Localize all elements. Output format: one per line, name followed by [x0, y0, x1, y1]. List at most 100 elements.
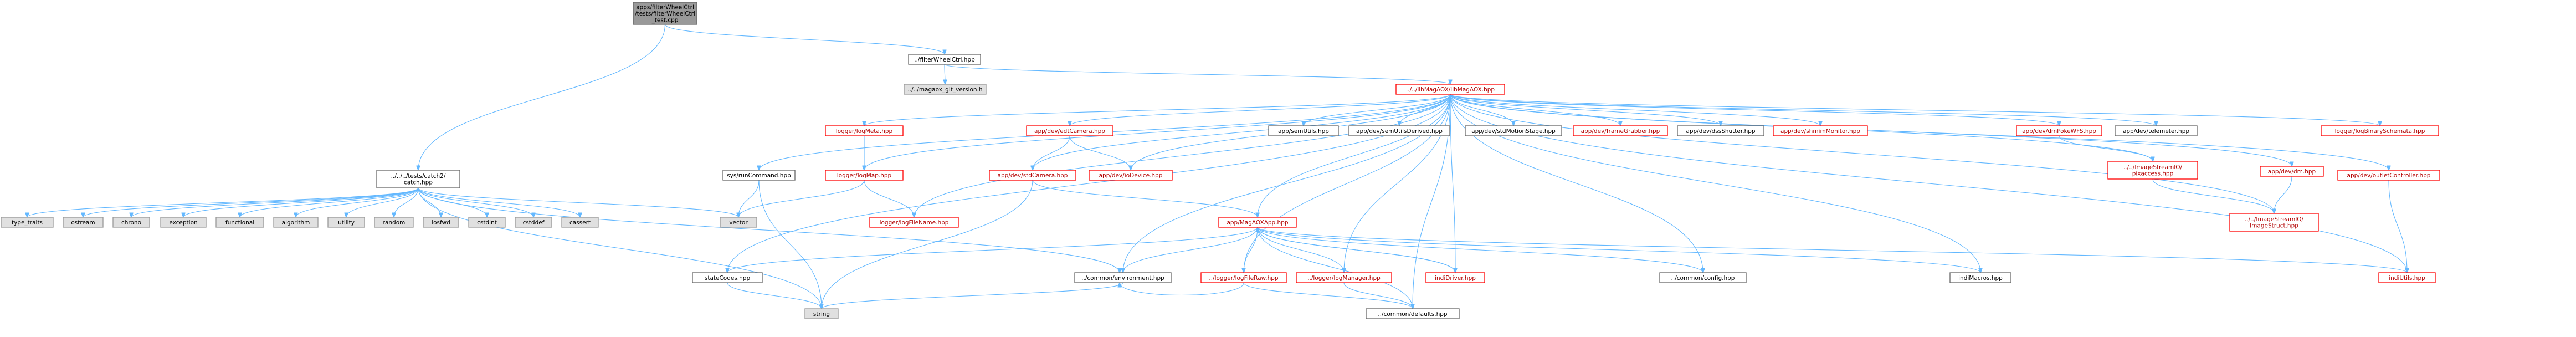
- edge-logmap-to-logfilename: [864, 180, 914, 217]
- node-syscmd[interactable]: sys/runCommand.hpp: [722, 170, 796, 181]
- edge-libmagaox-to-stdcam: [1033, 94, 1451, 170]
- edge-root-to-fwctrl: [664, 24, 945, 54]
- edge-libmagaox-to-logfilename: [914, 94, 1451, 217]
- node-label-telemeter: app/dev/telemeter.hpp: [2123, 128, 2189, 135]
- node-box-root: [633, 2, 697, 25]
- node-ostream[interactable]: ostream: [63, 217, 104, 228]
- node-cstddef[interactable]: cstddef: [515, 217, 552, 228]
- node-label-utility: utility: [338, 219, 355, 226]
- node-label-dmpoke: app/dev/dmPokeWFS.hpp: [2022, 128, 2096, 135]
- node-indidriver[interactable]: indiDriver.hpp: [1425, 272, 1485, 283]
- node-box-cassert: [561, 217, 599, 228]
- node-box-edtcam: [1026, 125, 1113, 136]
- node-appdm[interactable]: app/dev/dm.hpp: [2260, 166, 2324, 177]
- node-magaox_git[interactable]: ../../magaox_git_version.h: [904, 84, 987, 95]
- node-root[interactable]: apps/filterWheelCtrl/tests/filterWheelCt…: [633, 2, 697, 25]
- node-dssshutter[interactable]: app/dev/dssShutter.hpp: [1677, 125, 1764, 136]
- node-stdcam[interactable]: app/dev/stdCamera.hpp: [989, 170, 1076, 181]
- node-box-fwctrl: [908, 54, 981, 65]
- node-random[interactable]: random: [374, 217, 414, 228]
- node-logmap[interactable]: logger/logMap.hpp: [825, 170, 904, 181]
- node-box-functional: [215, 217, 264, 228]
- node-defaults[interactable]: ../common/defaults.hpp: [1366, 308, 1460, 319]
- node-exception[interactable]: exception: [160, 217, 207, 228]
- node-indimacros[interactable]: indiMacros.hpp: [1949, 272, 2011, 283]
- node-pixaccess[interactable]: ../../ImageStreamIO/pixaccess.hpp: [2107, 161, 2198, 180]
- node-environment[interactable]: ../common/environment.hpp: [1074, 272, 1172, 283]
- node-libmagaox[interactable]: ../../libMagAOX/libMagAOX.hpp: [1395, 84, 1505, 95]
- node-label-ostream: ostream: [71, 219, 95, 226]
- edge-catch-to-type_traits: [27, 187, 419, 217]
- node-label-edtcam: app/dev/edtCamera.hpp: [1034, 128, 1105, 135]
- edge-edtcam-to-ioDevice: [1069, 135, 1131, 170]
- node-framegrab[interactable]: app/dev/frameGrabber.hpp: [1573, 125, 1668, 136]
- node-cstdint[interactable]: cstdint: [468, 217, 506, 228]
- node-label-indiutils: indiUtils.hpp: [2389, 275, 2425, 282]
- node-box-type_traits: [1, 217, 54, 228]
- node-label-iosfwd: iosfwd: [432, 219, 450, 226]
- node-label-config: ../common/config.hpp: [1671, 275, 1735, 282]
- node-label-shmim: app/dev/shmimMonitor.hpp: [1780, 128, 1860, 135]
- node-box-catch: [376, 170, 460, 188]
- node-label-cstdint: cstdint: [477, 219, 497, 226]
- node-fwctrl[interactable]: ../filterWheelCtrl.hpp: [908, 54, 981, 65]
- node-statecodes[interactable]: stateCodes.hpp: [692, 272, 763, 283]
- edge-libmagaox-to-imagestruct: [1450, 94, 2274, 213]
- edge-catch-to-algorithm: [296, 187, 419, 217]
- node-catch[interactable]: ../../../tests/catch2/catch.hpp: [376, 170, 460, 188]
- edge-libmagaox-to-logmanager: [1344, 94, 1451, 273]
- node-functional[interactable]: functional: [215, 217, 264, 228]
- node-box-cstddef: [515, 217, 552, 228]
- node-label-vector: vector: [729, 219, 748, 226]
- node-box-syscmd: [722, 170, 796, 181]
- edge-magaoxapp-to-config: [1257, 227, 1703, 273]
- node-label-type_traits: type_traits: [12, 219, 43, 226]
- node-string[interactable]: string: [804, 308, 839, 319]
- edge-magaoxapp-to-logmanager: [1257, 227, 1344, 273]
- node-telemeter[interactable]: app/dev/telemeter.hpp: [2115, 125, 2198, 136]
- edge-catch-to-exception: [183, 187, 419, 217]
- node-indiutils[interactable]: indiUtils.hpp: [2378, 272, 2436, 283]
- node-box-random: [374, 217, 414, 228]
- node-logmanager[interactable]: ../logger/logManager.hpp: [1296, 272, 1392, 283]
- node-outlet[interactable]: app/dev/outletController.hpp: [2337, 170, 2440, 181]
- node-magaoxapp[interactable]: app/MagAOXApp.hpp: [1218, 217, 1297, 228]
- node-logbinary[interactable]: logger/logBinarySchemata.hpp: [2321, 125, 2439, 136]
- node-imagestruct[interactable]: ../../ImageStreamIO/ImageStruct.hpp: [2229, 213, 2319, 232]
- node-label-indimacros: indiMacros.hpp: [1958, 275, 2003, 282]
- node-box-pixaccess: [2107, 161, 2198, 180]
- node-iosfwd[interactable]: iosfwd: [423, 217, 459, 228]
- node-edtcam[interactable]: app/dev/edtCamera.hpp: [1026, 125, 1113, 136]
- edge-catch-to-utility: [346, 187, 419, 217]
- node-config[interactable]: ../common/config.hpp: [1659, 272, 1747, 283]
- node-cassert[interactable]: cassert: [561, 217, 599, 228]
- node-algorithm[interactable]: algorithm: [273, 217, 319, 228]
- node-label-appdm: app/dev/dm.hpp: [2268, 168, 2316, 175]
- node-chrono[interactable]: chrono: [112, 217, 150, 228]
- node-stdmotion[interactable]: app/dev/stdMotionStage.hpp: [1465, 125, 1562, 136]
- node-box-defaults: [1366, 308, 1460, 319]
- node-box-dmpoke: [2016, 125, 2102, 136]
- node-vector[interactable]: vector: [720, 217, 757, 228]
- node-label-algorithm: algorithm: [282, 219, 310, 226]
- edge-catch-to-chrono: [131, 187, 419, 217]
- node-logfileraw[interactable]: ../logger/logFileRaw.hpp: [1200, 272, 1287, 283]
- node-label-magaox_git: ../../magaox_git_version.h: [907, 86, 982, 93]
- node-utility[interactable]: utility: [327, 217, 365, 228]
- node-box-semderived: [1348, 125, 1450, 136]
- node-semderived[interactable]: app/dev/semUtilsDerived.hpp: [1348, 125, 1450, 136]
- node-type_traits[interactable]: type_traits: [1, 217, 54, 228]
- edge-logfileraw-to-memory: [1120, 283, 1244, 295]
- node-box-string: [804, 308, 839, 319]
- edge-edtcam-to-stdcam: [1033, 135, 1070, 170]
- node-logfilename[interactable]: logger/logFileName.hpp: [869, 217, 959, 228]
- node-ioDevice[interactable]: app/dev/ioDevice.hpp: [1089, 170, 1173, 181]
- node-shmim[interactable]: app/dev/shmimMonitor.hpp: [1773, 125, 1868, 136]
- edge-libmagaox-to-semderived: [1399, 94, 1451, 126]
- node-box-stdmotion: [1465, 125, 1562, 136]
- node-box-logfileraw: [1200, 272, 1287, 283]
- node-dmpoke[interactable]: app/dev/dmPokeWFS.hpp: [2016, 125, 2102, 136]
- node-box-exception: [160, 217, 207, 228]
- node-semutils[interactable]: app/semUtils.hpp: [1268, 125, 1339, 136]
- node-logmeta[interactable]: logger/logMeta.hpp: [825, 125, 904, 136]
